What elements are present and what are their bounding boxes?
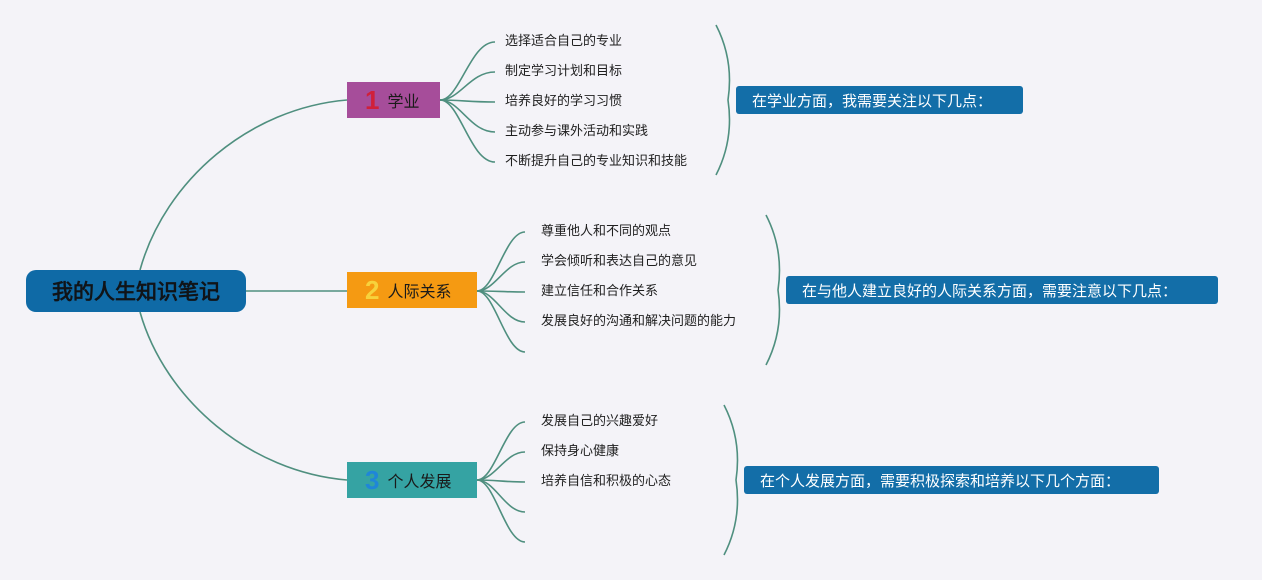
branch-number: 1 (365, 84, 380, 115)
root-label: 我的人生知识笔记 (52, 280, 220, 304)
branch-node-personal-growth[interactable]: 3 个人发展 (347, 462, 477, 498)
summary-box-academics[interactable]: 在学业方面，我需要关注以下几点： (736, 86, 1023, 114)
summary-label: 在与他人建立良好的人际关系方面，需要注意以下几点： (802, 281, 1178, 300)
connector-fan-1-2 (439, 71, 496, 101)
connector-root-branch-1 (139, 99, 348, 271)
branch-label: 学业 (387, 92, 420, 111)
leaf-item[interactable]: 培养良好的学习习惯 (505, 94, 623, 109)
branch-number: 2 (365, 274, 380, 305)
connector-fan-3-5 (476, 479, 526, 543)
connector-fan-2-4 (476, 290, 526, 323)
connector-fan-1-1 (439, 41, 496, 101)
branch-node-academics[interactable]: 1 学业 (347, 82, 440, 118)
branch-label: 人际关系 (387, 282, 452, 301)
connector-fan-1-4 (439, 99, 496, 133)
summary-brace-2 (765, 214, 781, 366)
leaf-item[interactable]: 学会倾听和表达自己的意见 (541, 254, 698, 269)
leaf-item[interactable]: 制定学习计划和目标 (505, 64, 623, 79)
leaf-item[interactable]: 发展自己的兴趣爱好 (541, 414, 659, 429)
branch-node-relationships[interactable]: 2 人际关系 (347, 272, 477, 308)
connector-fan-3-2 (476, 451, 526, 481)
connector-fan-3-1 (476, 421, 526, 481)
leaf-item[interactable]: 建立信任和合作关系 (541, 284, 659, 299)
summary-brace-1 (715, 24, 731, 176)
summary-label: 在个人发展方面，需要积极探索和培养以下几个方面： (760, 471, 1121, 490)
root-node[interactable]: 我的人生知识笔记 (26, 270, 246, 312)
leaf-item[interactable]: 不断提升自己的专业知识和技能 (505, 154, 688, 169)
summary-box-relationships[interactable]: 在与他人建立良好的人际关系方面，需要注意以下几点： (786, 276, 1218, 304)
branch-label: 个人发展 (387, 472, 452, 491)
connector-fan-2-1 (476, 231, 526, 292)
connector-fan-3-4 (476, 479, 526, 513)
leaf-item[interactable]: 选择适合自己的专业 (505, 34, 623, 49)
leaf-item[interactable]: 保持身心健康 (541, 444, 620, 459)
connector-fan-2-5 (476, 290, 526, 353)
connector-fan-1-5 (439, 99, 496, 163)
connector-root-branch-3 (139, 311, 348, 481)
leaf-item[interactable]: 培养自信和积极的心态 (541, 474, 672, 489)
branch-number: 3 (365, 464, 380, 495)
summary-brace-3 (723, 404, 739, 556)
leaf-item[interactable]: 发展良好的沟通和解决问题的能力 (541, 314, 737, 329)
summary-box-personal-growth[interactable]: 在个人发展方面，需要积极探索和培养以下几个方面： (744, 466, 1159, 494)
leaf-item[interactable]: 主动参与课外活动和实践 (505, 124, 649, 139)
connector-fan-2-2 (476, 261, 526, 292)
summary-label: 在学业方面，我需要关注以下几点： (752, 91, 993, 110)
leaf-item[interactable]: 尊重他人和不同的观点 (541, 224, 672, 239)
